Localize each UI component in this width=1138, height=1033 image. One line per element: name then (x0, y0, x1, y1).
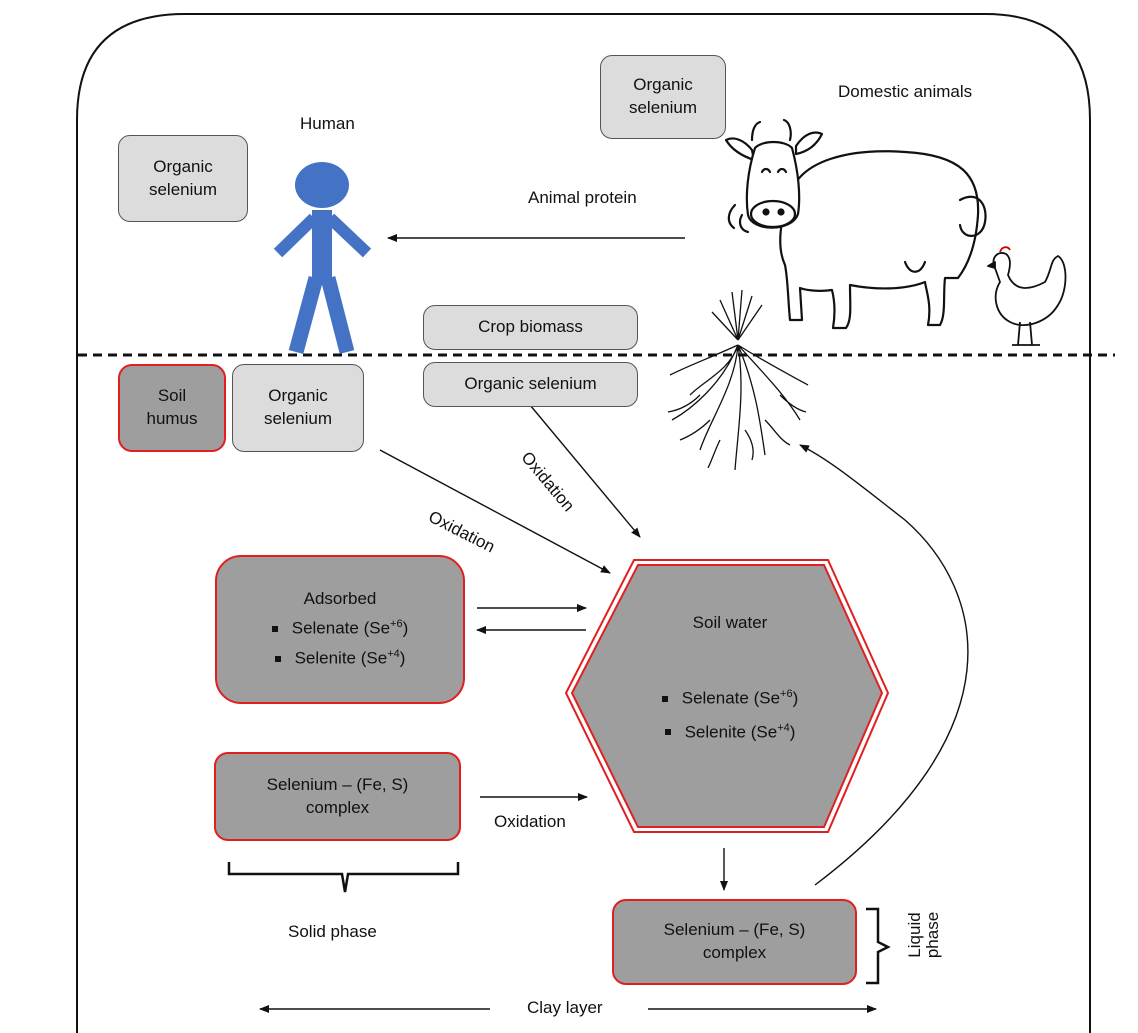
clay-layer-label: Clay layer (527, 998, 603, 1017)
soil-water-hexagon (564, 559, 890, 833)
crop-oxidation-arrow (529, 404, 641, 538)
solid-phase-brace (227, 862, 460, 893)
organic-selenium-human-box: Organic selenium (118, 135, 248, 222)
cow-icon (724, 118, 987, 330)
arrows (259, 234, 969, 1013)
soil-water-item-selenate: Selenate (Se+6) (661, 687, 798, 711)
animal-protein-label: Animal protein (528, 188, 637, 207)
fe-s-complex-liquid-box: Selenium – (Fe, S) complex (612, 899, 857, 985)
oxidation-label-bottom: Oxidation (494, 812, 566, 831)
organic-selenium-animals-box: Organic selenium (600, 55, 726, 139)
soil-water-item-selenite: Selenite (Se+4) (664, 721, 795, 745)
outer-frame (76, 13, 1091, 1033)
organic-selenium-soil-box: Organic selenium (232, 364, 364, 452)
plant-roots-icon (667, 289, 809, 471)
chicken-icon (987, 246, 1067, 346)
crop-biomass-box: Crop biomass (423, 305, 638, 350)
fe-s-complex-solid-box: Selenium – (Fe, S) complex (214, 752, 461, 841)
soil-water-content: Soil water Selenate (Se+6) Selenite (Se+… (590, 600, 870, 780)
adsorbed-item-selenate: Selenate (Se+6) (271, 617, 408, 641)
liquid-phase-brace (866, 907, 891, 985)
domestic-animals-label: Domestic animals (838, 82, 973, 101)
organic-selenium-crop-box: Organic selenium (423, 362, 638, 407)
human-label: Human (300, 114, 355, 133)
human-figure-icon (273, 162, 372, 354)
uptake-curve-arrow (799, 444, 969, 886)
adsorbed-item-selenite: Selenite (Se+4) (274, 647, 405, 671)
liquid-phase-label: Liquid phase (905, 911, 942, 959)
solid-phase-label: Solid phase (288, 922, 377, 941)
soil-humus-box: Soil humus (118, 364, 226, 452)
adsorbed-box: Adsorbed Selenate (Se+6) Selenite (Se+4) (215, 555, 465, 704)
soil-oxidation-arrow (379, 449, 611, 574)
soil-water-title: Soil water (692, 613, 768, 632)
